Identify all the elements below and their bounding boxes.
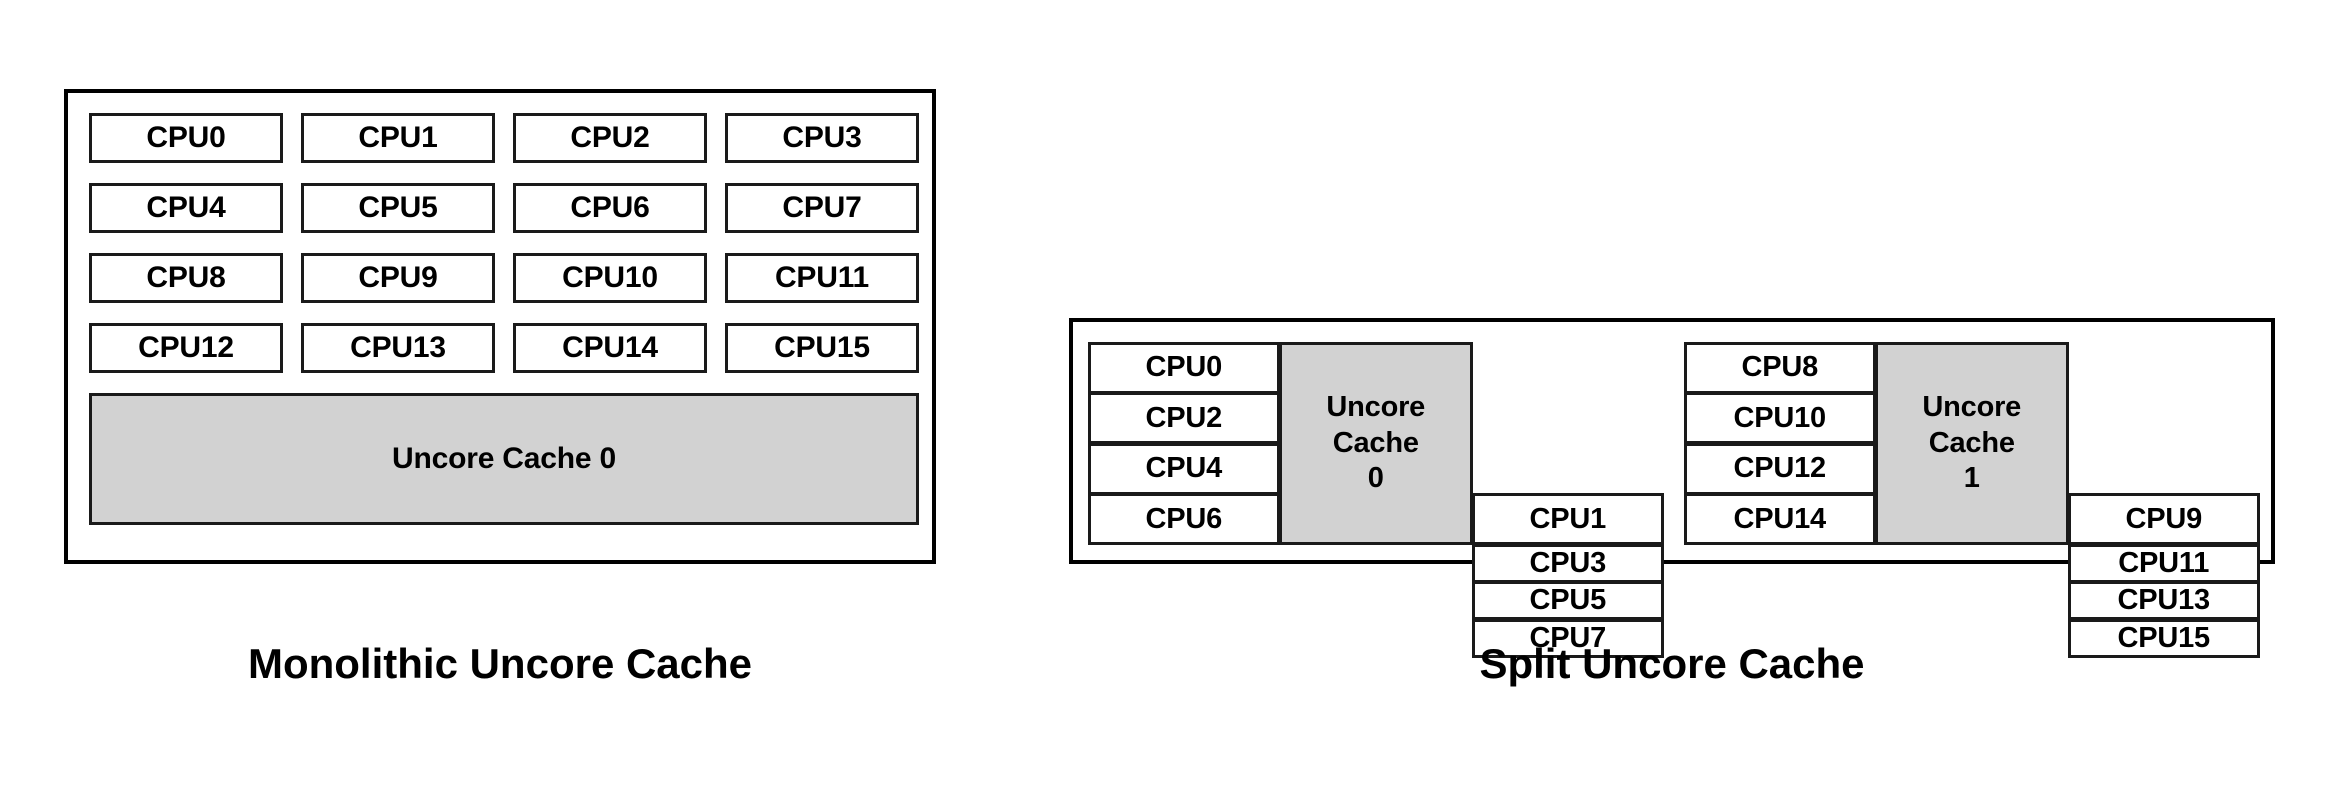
split-cache-group: CPU0 CPU2 CPU4 CPU6 Uncore Cache 0 CPU1 … [1087,341,1664,658]
uncore-cache-label-line-3: 0 [1367,461,1384,494]
cpu-box: CPU14 [1683,493,1876,545]
cpu-box: CPU1 [301,113,495,163]
cpu-box: CPU13 [2067,581,2260,620]
uncore-cache-box: Uncore Cache 0 [1278,341,1473,545]
monolithic-cpu-grid: CPU0 CPU1 CPU2 CPU3 CPU4 CPU5 CPU6 CPU7 … [89,113,919,373]
cpu-box: CPU13 [301,323,495,373]
split-uncore-cache-diagram: CPU0 CPU2 CPU4 CPU6 Uncore Cache 0 CPU1 … [1069,318,2275,658]
cpu-box: CPU15 [725,323,919,373]
cpu-box: CPU0 [89,113,283,163]
uncore-cache-box: Uncore Cache 0 [89,393,919,525]
uncore-cache-box: Uncore Cache 1 [1874,341,2069,545]
cpu-box: CPU8 [1683,341,1876,394]
uncore-cache-label-line-1: Uncore [1922,391,2022,424]
cpu-box: CPU2 [1087,392,1280,444]
cpu-box: CPU8 [89,253,283,303]
cpu-box: CPU14 [513,323,707,373]
cpu-box: CPU2 [513,113,707,163]
split-cache-group: CPU8 CPU10 CPU12 CPU14 Uncore Cache 1 CP… [1683,341,2260,658]
cpu-box: CPU10 [513,253,707,303]
uncore-cache-label-line-2: Cache [1928,426,2015,459]
cpu-box: CPU12 [1683,442,1876,495]
cpu-box: CPU10 [1683,392,1876,444]
cpu-box: CPU9 [2067,493,2260,545]
cpu-box: CPU3 [725,113,919,163]
cpu-box: CPU12 [89,323,283,373]
cpu-box: CPU4 [89,183,283,233]
cpu-box: CPU11 [725,253,919,303]
uncore-cache-label-line-2: Cache [1332,426,1419,459]
cpu-box: CPU11 [2067,543,2260,583]
monolithic-diagram-caption: Monolithic Uncore Cache [247,640,753,687]
cpu-box: CPU7 [1471,618,1664,658]
cpu-box: CPU6 [1087,493,1280,545]
cpu-box: CPU3 [1471,543,1664,583]
cpu-box: CPU7 [725,183,919,233]
uncore-cache-label-line-3: 1 [1963,461,1980,494]
cpu-box: CPU15 [2067,618,2260,658]
cpu-box: CPU5 [301,183,495,233]
cpu-box: CPU5 [1471,581,1664,620]
cpu-box: CPU9 [301,253,495,303]
cpu-box: CPU0 [1087,341,1280,394]
cpu-box: CPU6 [513,183,707,233]
split-diagram-caption: Split Uncore Cache [1479,640,1865,687]
cpu-box: CPU1 [1471,493,1664,545]
uncore-cache-label-line-1: Uncore [1326,391,1426,424]
cpu-box: CPU4 [1087,442,1280,495]
monolithic-uncore-cache-diagram: CPU0 CPU1 CPU2 CPU3 CPU4 CPU5 CPU6 CPU7 … [64,89,936,564]
